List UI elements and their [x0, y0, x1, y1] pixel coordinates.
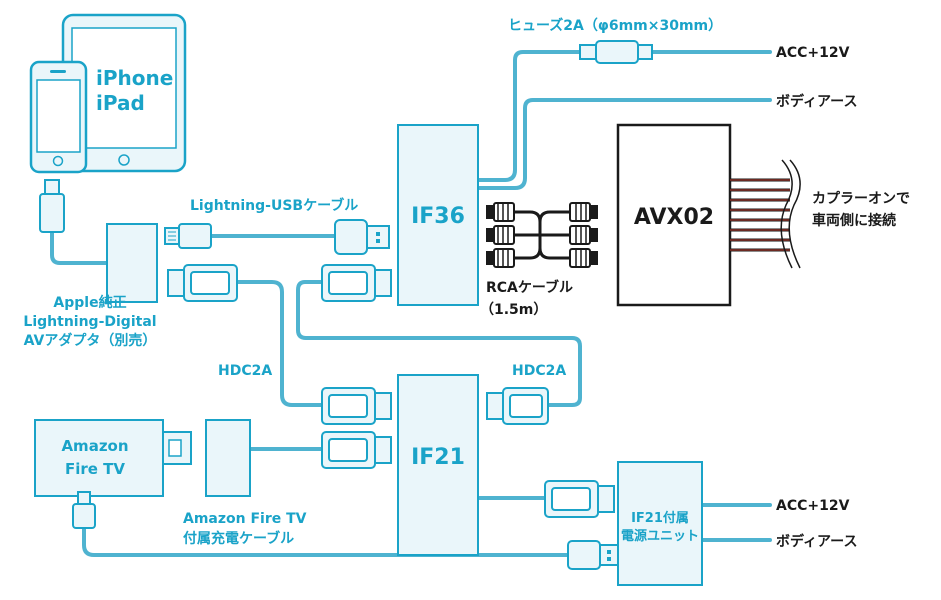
hdmi-plug-icon [544, 480, 615, 518]
fire-tv-box [34, 419, 164, 497]
fire-tv-label-1: Amazon [61, 437, 128, 455]
av-adapter-box [106, 223, 158, 303]
hdmi-plug-icon [321, 431, 392, 469]
power-unit-label-1: IF21付属 [631, 510, 689, 526]
cables [50, 50, 772, 557]
if21-label: IF21 [411, 445, 465, 470]
rca-cable-label: RCAケーブル [486, 279, 573, 296]
lightning-plug-icon [164, 223, 212, 249]
harness-wires [730, 159, 801, 269]
hdmi-plug-icon [486, 387, 549, 425]
body-earth-top-label: ボディアース [776, 93, 857, 110]
fuse-icon [579, 40, 653, 64]
hdmi-plug-icon [162, 431, 192, 465]
lightning-usb-label: Lightning-USBケーブル [190, 197, 358, 214]
if21-power-unit-box [617, 461, 703, 586]
coupler-label-line1: カプラーオンで [812, 191, 910, 207]
avx02-label: AVX02 [634, 205, 714, 230]
lightning-plug-icon [39, 179, 65, 233]
coupler-label-line2: 車両側に接続 [812, 212, 896, 229]
avx02-box [616, 123, 732, 307]
apple-adapter-label-1: Apple純正 [53, 294, 126, 311]
fire-tv-cable-label-1: Amazon Fire TV [183, 511, 307, 527]
apple-adapter-label-3: AVアダプタ（別売） [24, 332, 157, 349]
if36-label: IF36 [411, 204, 465, 229]
cable-acc-top [476, 50, 582, 182]
cable-firetv-power [82, 526, 570, 557]
rca-cable-length: （1.5m） [480, 302, 547, 318]
rca-cable [486, 202, 598, 268]
cable-lightning-phone [50, 228, 109, 265]
fire-tv-label-2: Fire TV [65, 460, 125, 478]
power-unit-label-2: 電源ユニット [621, 528, 699, 544]
usb-plug-icon [567, 540, 619, 570]
rca-plug-icon [569, 202, 598, 222]
hdmi-extender-box [205, 419, 251, 497]
hdmi-plug-icon [321, 387, 392, 425]
rca-plug-icon [486, 248, 515, 268]
if21-box [397, 374, 479, 556]
hdmi-plug-icon [321, 264, 392, 302]
hdc2a-right-label: HDC2A [512, 363, 566, 379]
rca-plug-icon [486, 202, 515, 222]
fuse-label: ヒューズ2A（φ6mm×30mm） [508, 17, 722, 34]
cable-hdc2a-right [296, 280, 582, 407]
if36-box [397, 124, 479, 306]
hdmi-plug-icon [167, 264, 238, 302]
cable-hdc2a-left [235, 280, 324, 407]
acc-top-label: ACC+12V [776, 45, 850, 61]
acc-bottom-label: ACC+12V [776, 498, 850, 514]
body-earth-bottom-label: ボディアース [776, 533, 857, 550]
hdc2a-left-label: HDC2A [218, 363, 272, 379]
iphone-icon [29, 60, 88, 174]
usb-plug-icon [334, 219, 390, 255]
fire-tv-cable-label-2: 付属充電ケーブル [183, 530, 294, 547]
rca-plug-icon [569, 225, 598, 245]
micro-usb-plug-icon [72, 491, 96, 529]
device-name-iphone: iPhone [96, 66, 173, 90]
cable-earth-top [476, 98, 772, 190]
rca-plug-icon [486, 225, 515, 245]
apple-adapter-label-2: Lightning-Digital [23, 314, 156, 330]
rca-plug-icon [569, 248, 598, 268]
device-name-ipad: iPad [96, 91, 145, 115]
